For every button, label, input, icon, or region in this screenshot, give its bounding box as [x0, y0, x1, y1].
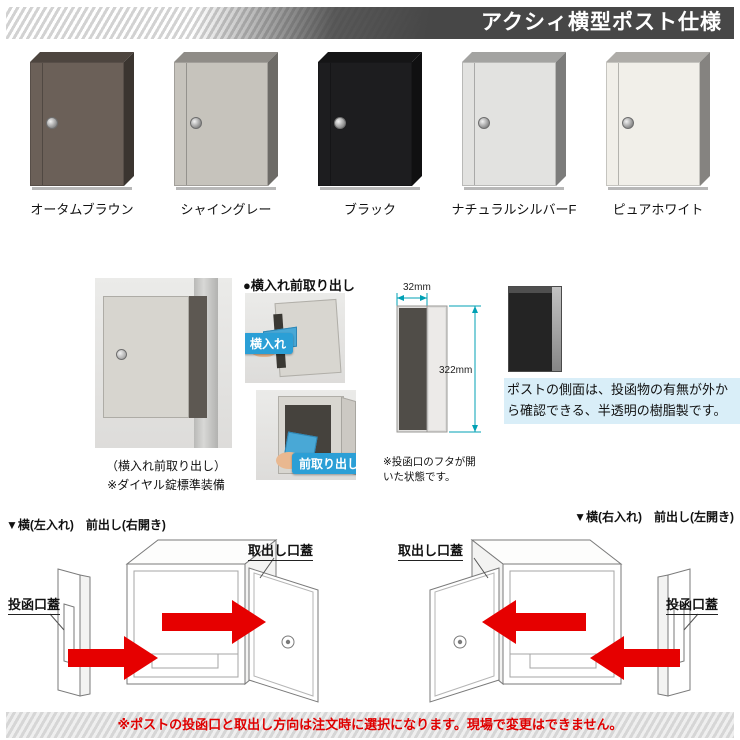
mailbox-front-face: [462, 62, 556, 186]
color-item-shine-gray: シャイングレー: [154, 52, 298, 230]
mailbox-top-face: [462, 52, 566, 62]
height-dimension-value: 322mm: [439, 365, 472, 376]
mailbox-swatch: [318, 52, 422, 190]
mailbox-side-face: [556, 52, 566, 186]
mailbox-swatch: [606, 52, 710, 190]
drawing-title: ▼横(左入れ) 前出し(右開き): [6, 518, 166, 532]
width-dimension-value: 32mm: [403, 282, 431, 293]
color-name-label: ブラック: [343, 202, 396, 217]
insert-label-badge: 横入れ: [245, 333, 294, 354]
mailbox-front-face: [174, 62, 268, 186]
drawing-right-insert: ▼横(右入れ) 前出し(左開き) 取出し口蓋 投函口蓋: [370, 506, 738, 712]
dial-lock-note: ※ダイヤル錠標準装備: [107, 478, 225, 492]
dial-lock-icon: [189, 116, 202, 129]
drawing-title: ▼横(右入れ) 前出し(左開き): [574, 510, 734, 524]
dial-lock-icon: [477, 116, 490, 129]
footer-warning-bar: ※ポストの投函口と取出し方向は注文時に選択になります。現場で変更はできません。: [6, 712, 734, 738]
mounted-mailbox-front: [103, 296, 189, 418]
mailbox-front-face: [30, 62, 124, 186]
color-variation-row: オータムブラウン シャイングレー: [10, 52, 730, 230]
mailbox-base-shadow: [608, 187, 708, 190]
color-item-natural-silver: ナチュラルシルバーF: [442, 52, 586, 230]
door-gap-line: [618, 63, 620, 185]
color-name-label: ピュアホワイト: [612, 202, 704, 217]
mailbox-top-face: [318, 52, 422, 62]
mailbox-side-face: [700, 52, 710, 186]
side-view-top-edge: [509, 287, 561, 293]
order-warning-text: ※ポストの投函口と取出し方向は注文時に選択になります。現場で変更はできません。: [117, 717, 623, 732]
mounted-mailbox-side: [189, 296, 207, 418]
photo-side-view: [508, 286, 562, 372]
dial-lock-icon: [45, 116, 58, 129]
door-gap-line: [474, 63, 476, 185]
header-gradient: [6, 7, 734, 39]
mailbox-top-face: [174, 52, 278, 62]
mailbox-side-face: [124, 52, 134, 186]
color-name-label: ナチュラルシルバーF: [451, 202, 577, 217]
photo-post-mounted: [95, 278, 232, 448]
translucent-side-note: ポストの側面は、投函物の有無が外から確認できる、半透明の樹脂製です。: [504, 378, 740, 424]
dial-lock-icon: [621, 116, 634, 129]
takeout-label-badge: 前取り出し: [292, 453, 356, 474]
dimension-diagram: 32mm 322mm: [396, 282, 481, 433]
flap-open-note: ※投函口のフタが開いた状態です。: [383, 456, 476, 484]
post-photo-caption: （横入れ前取り出し）: [105, 459, 226, 473]
mailbox-front-face: [606, 62, 700, 186]
photo-side-insert: 横入れ: [245, 293, 345, 383]
takeout-door-label: 取出し口蓋: [398, 540, 464, 561]
photo-front-takeout: 前取り出し: [256, 390, 356, 480]
drawing-left-insert: ▼横(左入れ) 前出し(右開き) 取出し口蓋 投函口蓋: [2, 506, 370, 712]
color-item-black: ブラック: [298, 52, 442, 230]
mailbox-swatch: [462, 52, 566, 190]
door-gap-line: [186, 63, 188, 185]
dial-lock-icon: [116, 349, 127, 360]
mailbox-top-face: [30, 52, 134, 62]
mailbox-swatch: [30, 52, 134, 190]
takeout-door-label: 取出し口蓋: [248, 540, 314, 561]
header-banner: アクシィ横型ポスト仕様: [6, 7, 734, 39]
page-title: アクシィ横型ポスト仕様: [481, 11, 722, 34]
mailbox-front-face: [318, 62, 412, 186]
demo-section-title: ●横入れ前取り出し: [243, 278, 355, 293]
mailbox-top-face: [606, 52, 710, 62]
mailbox-base-shadow: [464, 187, 564, 190]
dial-lock-icon: [333, 116, 346, 129]
color-item-pure-white: ピュアホワイト: [586, 52, 730, 230]
mailbox-side-face: [268, 52, 278, 186]
color-name-label: オータムブラウン: [30, 202, 134, 217]
door-gap-line: [42, 63, 44, 185]
insert-door-label: 投函口蓋: [8, 594, 61, 615]
color-name-label: シャイングレー: [180, 202, 272, 217]
mailbox-swatch: [174, 52, 278, 190]
mounted-mailbox: [103, 296, 207, 418]
mailbox-base-shadow: [320, 187, 420, 190]
side-view-frame: [552, 287, 561, 371]
mailbox-base-shadow: [32, 187, 132, 190]
insert-door-label: 投函口蓋: [665, 594, 718, 615]
mailbox-side-face: [412, 52, 422, 186]
mailbox-base-shadow: [176, 187, 276, 190]
door-gap-line: [330, 63, 332, 185]
color-item-autumn-brown: オータムブラウン: [10, 52, 154, 230]
